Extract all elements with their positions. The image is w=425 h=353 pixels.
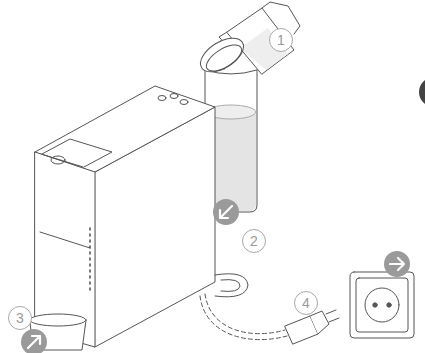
arrow-badge (21, 77, 425, 353)
power-cord (200, 294, 339, 344)
coffee-machine (35, 86, 248, 347)
callout-number: 4 (294, 291, 318, 315)
wall-socket (350, 272, 414, 338)
callout-number: 1 (269, 28, 293, 52)
callout-number: 3 (8, 306, 32, 330)
callout-number: 2 (242, 229, 266, 253)
